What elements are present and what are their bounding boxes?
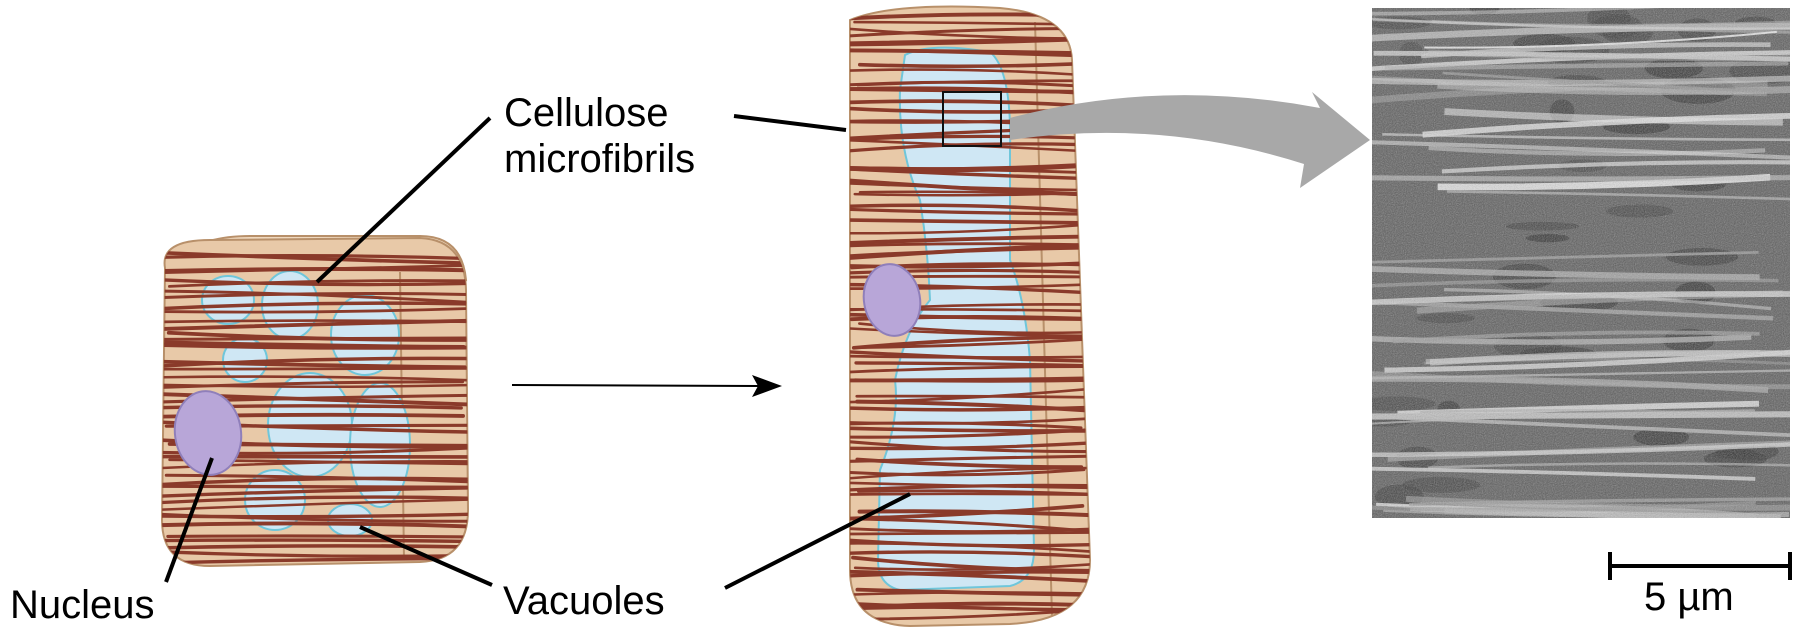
microfibril: [140, 486, 476, 487]
label-vacuoles: Vacuoles: [503, 578, 665, 624]
microfibril: [857, 396, 1087, 397]
electron-micrograph: [1336, 0, 1798, 521]
label-cellulose-line1: Cellulose: [504, 90, 695, 136]
growth-arrow: [512, 375, 782, 397]
label-cellulose-microfibrils: Cellulose microfibrils: [504, 90, 695, 182]
microfibril: [136, 540, 496, 542]
label-cellulose-line2: microfibrils: [504, 136, 695, 182]
vacuole: [331, 295, 399, 375]
small-cell: [131, 236, 498, 566]
microfibril: [846, 532, 1100, 534]
microfibril: [826, 276, 1094, 277]
label-scale-bar: 5 µm: [1644, 574, 1734, 620]
elongated-cell: [820, 7, 1120, 627]
microfibril: [131, 338, 473, 339]
leader-cellulose-tall: [734, 116, 846, 130]
label-nucleus: Nucleus: [10, 582, 155, 628]
microfibril: [168, 536, 492, 537]
microfibril: [163, 368, 494, 369]
